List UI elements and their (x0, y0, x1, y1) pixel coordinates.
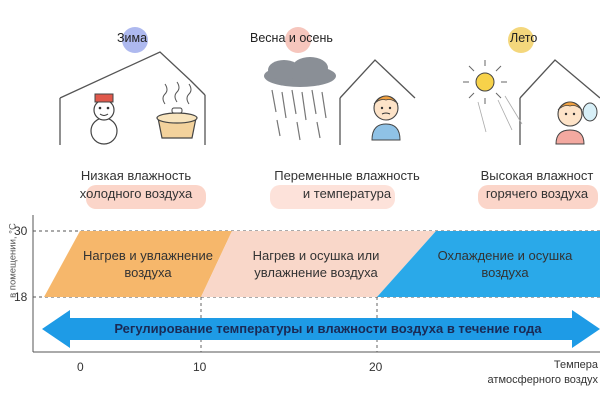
spring-autumn-dot (285, 27, 311, 53)
band-heat-dry-label: Нагрев и осушка или увлажнение воздуха (232, 247, 400, 281)
y-tick-18: 18 (14, 290, 28, 304)
x-axis-title-line1: Темпера (553, 359, 598, 371)
band-heat-humidify (44, 231, 232, 297)
summer-desc-bg (478, 185, 598, 209)
winter-desc-bg (86, 185, 206, 209)
summer-illustration (463, 59, 600, 145)
band-cool-dry-label: Охлаждение и осушка воздуха (420, 247, 590, 281)
winter-dot (122, 27, 148, 53)
winter-description: Низкая влажность холодного воздуха (66, 167, 206, 203)
rain-icon (271, 89, 327, 141)
year-arrow (42, 310, 600, 348)
x-tick-0: 0 (77, 360, 84, 374)
person-icon (371, 95, 401, 141)
summer-title: Лето (510, 31, 538, 45)
band-3-line1: Охлаждение и осушка (437, 248, 573, 263)
band-3-line2: воздуха (481, 265, 529, 280)
steaming-pot-icon (156, 81, 198, 139)
spring-autumn-illustration (264, 57, 416, 145)
band-2-line2: увлажнение воздуха (254, 265, 378, 280)
spring-autumn-description: Переменные влажность и температура (262, 167, 432, 203)
band-heat-dry-or-humidify (201, 231, 436, 297)
winter-desc-line2: холодного воздуха (79, 186, 193, 201)
band-1-line2: воздуха (124, 265, 172, 280)
summer-desc-line2: горячего воздуха (485, 186, 589, 201)
band-1-line1: Нагрев и увлажнение (83, 248, 213, 263)
x-tick-10: 10 (193, 360, 207, 374)
x-axis-title: Темпера атмосферного воздух (470, 358, 598, 388)
summer-dot (508, 27, 534, 53)
chart (32, 215, 600, 353)
winter-illustration (59, 51, 206, 145)
x-axis-title-line2: атмосферного воздух (487, 374, 598, 386)
spring-autumn-desc-line1: Переменные влажность (274, 168, 420, 183)
snowman-icon (90, 93, 118, 145)
spring-autumn-desc-bg (270, 185, 395, 209)
hot-person-icon (555, 101, 598, 145)
summer-description: Высокая влажност горячего воздуха (474, 167, 600, 203)
band-2-line1: Нагрев и осушка или (252, 248, 380, 263)
spring-autumn-desc-line2: и температура (302, 186, 392, 201)
winter-title: Зима (117, 31, 148, 45)
year-arrow-label: Регулирование температуры и влажности во… (114, 321, 542, 336)
band-cool-dry (377, 231, 600, 297)
summer-desc-line1: Высокая влажност (480, 168, 594, 183)
rain-cloud-icon (264, 57, 336, 87)
winter-desc-line1: Низкая влажность (80, 168, 192, 183)
band-heat-humidify-label: Нагрев и увлажнение воздуха (72, 247, 224, 281)
y-tick-30: 30 (14, 224, 28, 238)
x-tick-20: 20 (369, 360, 383, 374)
sun-icon (463, 60, 523, 133)
spring-autumn-title: Весна и осень (250, 31, 333, 45)
